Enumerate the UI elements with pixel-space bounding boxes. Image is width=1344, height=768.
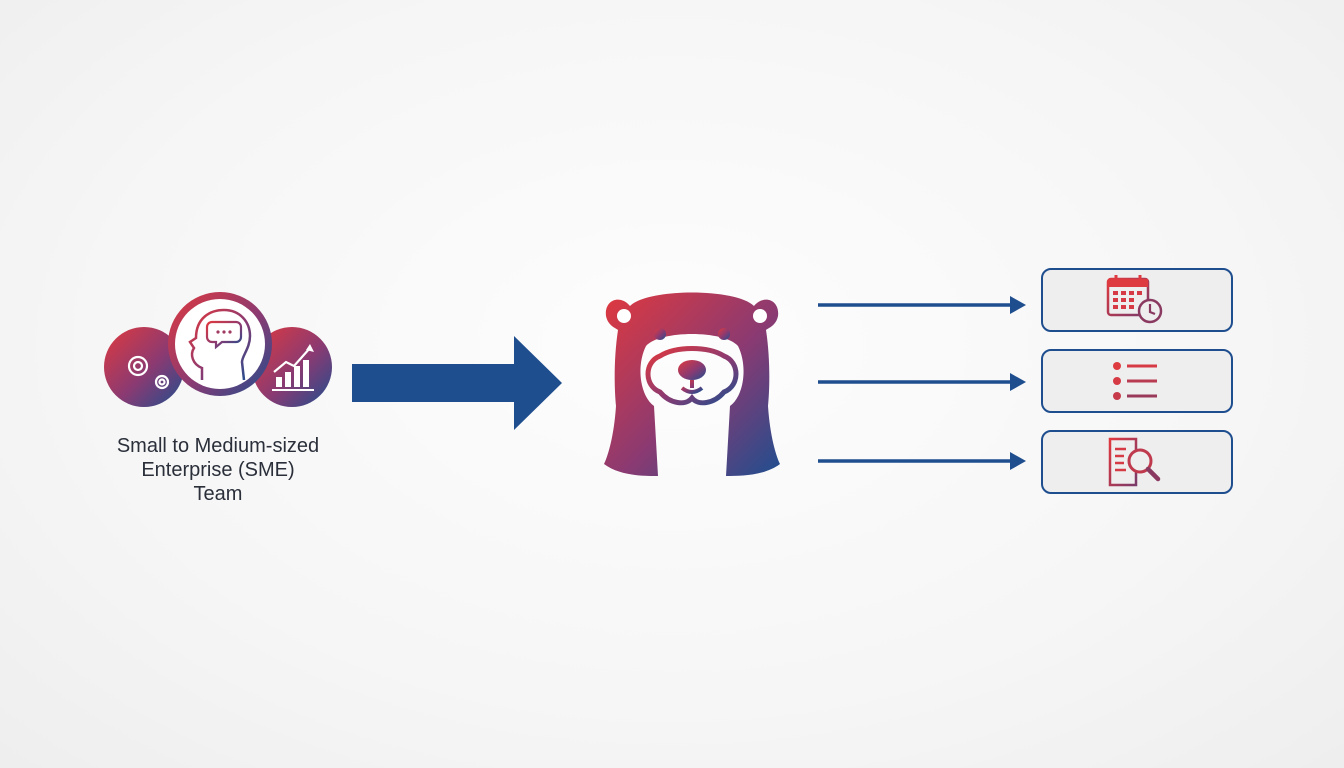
- flow-arrow-right-icon: [352, 336, 564, 430]
- output-arrow-2-icon: [818, 370, 1028, 394]
- bulleted-list-icon: [1113, 362, 1157, 400]
- gears-icon: [104, 327, 184, 407]
- label-line-3: Team: [193, 483, 243, 505]
- label-line-1: Small to Medium-sized: [116, 435, 320, 457]
- output-box-action-items: [1041, 349, 1233, 413]
- sme-team-icon-cluster: [104, 292, 334, 412]
- label-line-2: Enterprise (SME): [141, 459, 295, 481]
- calendar-clock-icon: [1106, 275, 1163, 324]
- head-with-speech-bubble-icon: [168, 292, 272, 396]
- otter-logo: [600, 286, 784, 484]
- output-arrow-3-icon: [818, 449, 1028, 473]
- growth-chart-icon: [252, 327, 332, 407]
- output-box-search-notes: [1041, 430, 1233, 494]
- output-arrow-1-icon: [818, 293, 1028, 317]
- document-search-icon: [1108, 437, 1161, 487]
- sme-team-label: Small to Medium-sized Enterprise (SME) T…: [98, 434, 338, 506]
- output-box-scheduling: [1041, 268, 1233, 332]
